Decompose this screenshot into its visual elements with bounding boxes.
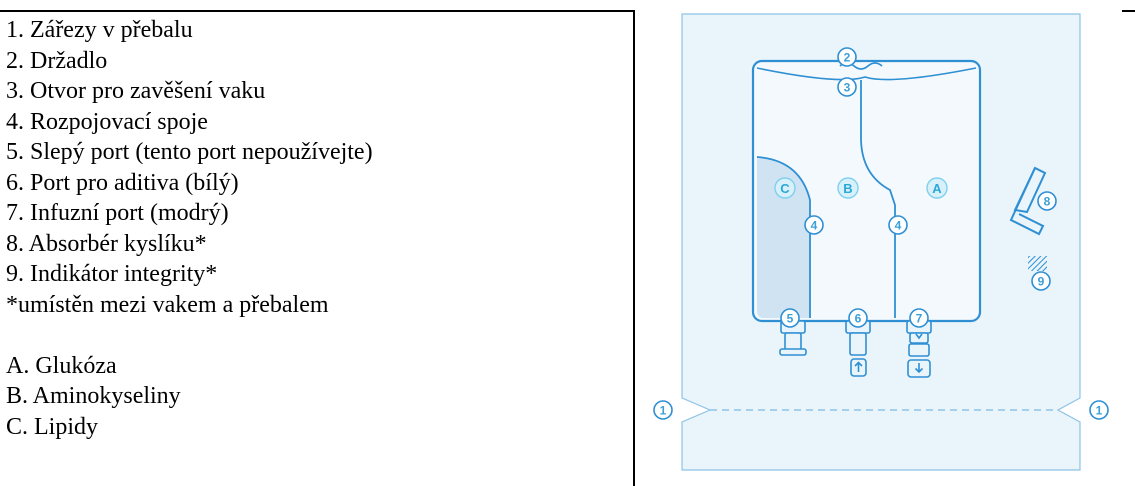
callout-number: 6 [855,312,862,326]
callout-number: 5 [787,312,794,326]
callouts: 1 1 2 3 4 4 5 6 7 8 9 [653,47,1109,420]
callout-8: 8 [1037,191,1057,211]
callout-4: 4 [804,215,824,235]
callout-2: 2 [837,47,857,67]
legend-footnote: *umístěn mezi vakem a přebalem [6,291,329,318]
legend-list: 1. Zářezy v přebalu 2. Držadlo 3. Otvor … [0,12,633,442]
callout-9: 9 [1031,271,1051,291]
legend-spacer [6,320,633,351]
legend-chamber-c: C. Lipidy [6,413,99,440]
callout-number: 7 [916,312,923,326]
compartment-letter: B [843,181,852,196]
compartment-letter: C [780,181,790,196]
legend-chamber-a: A. Glukóza [6,352,117,379]
compartment-c: C [774,177,796,199]
callout-1: 1 [653,400,673,420]
table-border-right [1122,10,1135,12]
compartment-b: B [837,177,859,199]
callout-number: 9 [1038,275,1045,289]
callout-7: 7 [909,308,929,328]
callout-number: 1 [660,404,667,418]
legend-item-1: 1. Zářezy v přebalu [6,17,193,43]
callout-5: 5 [780,308,800,328]
callout-number: 3 [844,81,851,95]
callout-1: 1 [1089,400,1109,420]
seal-left [756,156,811,318]
callout-number: 4 [895,219,902,233]
legend-item-9: 9. Indikátor integrity* [6,261,218,287]
seal-right [860,80,896,318]
lipid-chamber [757,157,810,318]
legend-item-7: 7. Infuzní port (modrý) [6,200,229,226]
compartment-a: A [926,177,948,199]
callout-6: 6 [848,308,868,328]
legend-item-4: 4. Rozpojovací spoje [6,108,208,135]
compartment-labels: A B C [774,177,948,199]
callout-number: 8 [1044,195,1051,209]
hanger-arc [756,67,977,81]
callout-number: 2 [844,51,851,65]
callout-number: 4 [811,219,818,233]
legend-box: 1. Zářezy v přebalu 2. Držadlo 3. Otvor … [0,10,635,486]
bag-diagram: A B C 1 1 2 3 4 4 5 6 7 8 9 [653,13,1109,471]
legend-item-8: 8. Absorbér kyslíku* [6,230,207,257]
oxygen-absorber-icon [1009,166,1047,236]
callout-number: 1 [1096,404,1103,418]
port-infusion-icon [906,320,932,378]
callout-4: 4 [888,215,908,235]
legend-chamber-b: B. Aminokyseliny [6,383,181,409]
legend-item-2: 2. Držadlo [6,47,108,74]
legend-item-5: 5. Slepý port (tento port nepoužívejte) [6,139,373,165]
legend-item-3: 3. Otvor pro zavěšení vaku [6,78,266,104]
integrity-indicator-icon [1028,256,1047,271]
callout-3: 3 [837,77,857,97]
legend-item-6: 6. Port pro aditiva (bílý) [6,169,239,196]
compartment-letter: A [932,181,942,196]
